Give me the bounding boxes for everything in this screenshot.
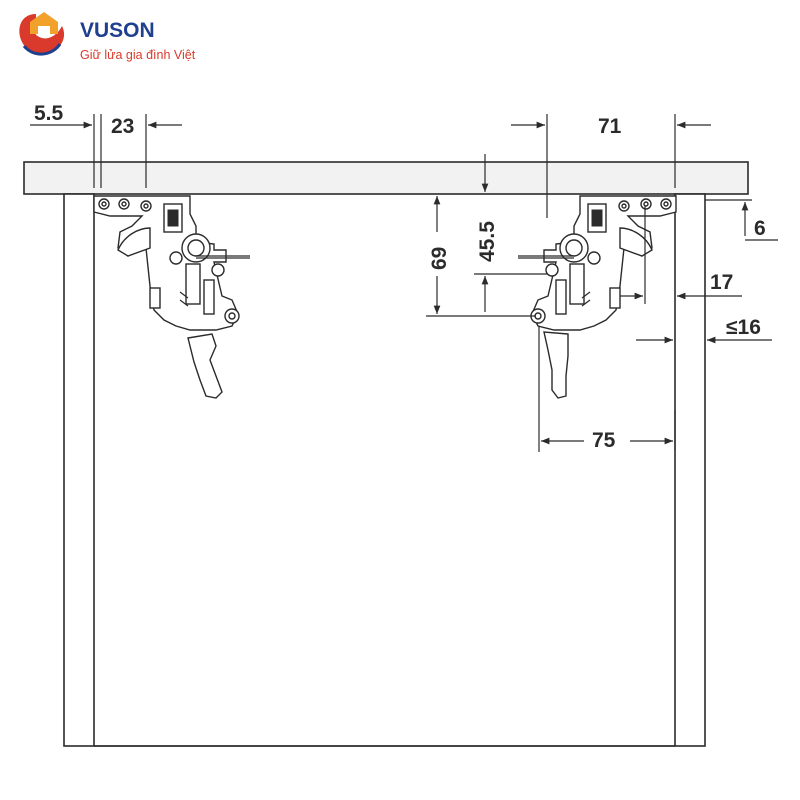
- dimension-label-5-5: 5.5: [34, 102, 64, 125]
- dimension-top-offset-right: 6: [705, 199, 778, 241]
- dimension-bottom-spacing: 75: [538, 326, 676, 452]
- left-side-panel: [63, 193, 95, 747]
- dimension-right-spacing: 71: [511, 114, 711, 218]
- dimension-side-thickness: 17: [620, 206, 742, 304]
- dimension-max-thickness: ≤16: [636, 316, 772, 344]
- brand-name: VUSON: [80, 19, 155, 42]
- dimension-label-17: 17: [710, 271, 733, 294]
- right-hinge-mechanism: [518, 195, 677, 399]
- cabinet: [23, 161, 749, 747]
- dimension-left-offset: 5.5: [30, 102, 102, 188]
- right-side-panel: [674, 193, 706, 747]
- dimension-left-spacing: 23: [111, 114, 182, 188]
- dimension-label-69: 69: [428, 247, 451, 270]
- dimension-label-45-5: 45.5: [476, 221, 499, 262]
- dimension-vertical-long: 69: [426, 196, 536, 317]
- top-panel: [23, 161, 749, 195]
- dimension-label-6: 6: [754, 217, 766, 240]
- left-hinge-mechanism: [93, 195, 250, 399]
- dimension-label-max-16: ≤16: [726, 316, 761, 339]
- dimension-label-71: 71: [598, 115, 622, 138]
- dimension-label-75: 75: [592, 429, 616, 452]
- house-flame-logo-icon: [19, 12, 65, 56]
- dimension-vertical-short: 45.5: [474, 154, 548, 312]
- brand-logo: VUSON Giữ lửa gia đình Việt: [19, 12, 196, 62]
- brand-tagline: Giữ lửa gia đình Việt: [80, 48, 196, 62]
- dimension-label-23: 23: [111, 115, 134, 138]
